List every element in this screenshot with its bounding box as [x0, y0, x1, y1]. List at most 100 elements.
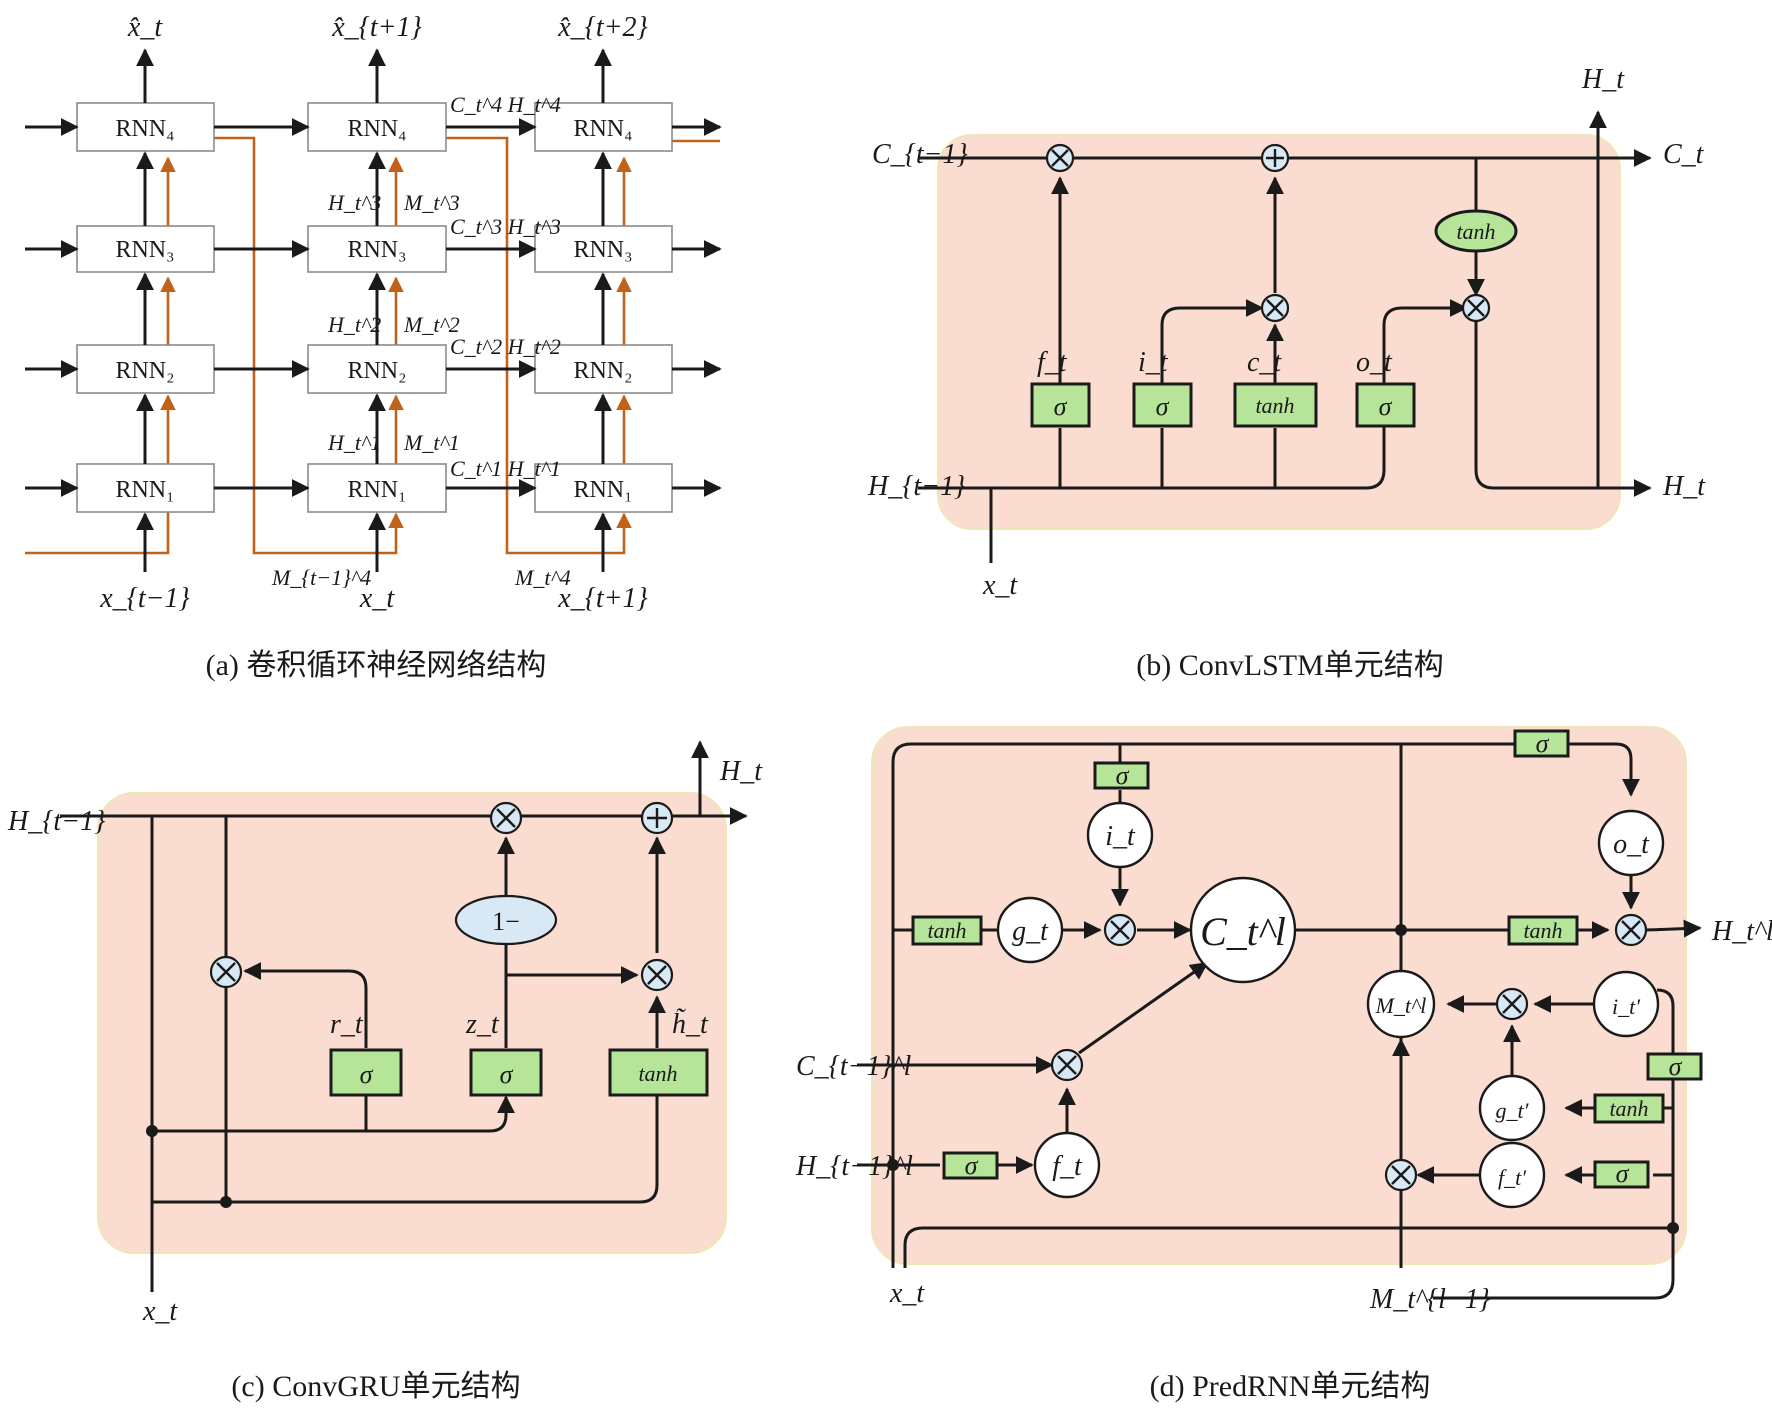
rnn-label: RNN₁ — [573, 477, 632, 503]
reset-gate — [329, 1048, 403, 1097]
c-out-label: C_t — [1663, 139, 1705, 170]
memory-label: M_t^2 — [403, 312, 460, 337]
ellipse-label: tanh — [1456, 219, 1495, 244]
ch-label: C_t^4 H_t^4 — [450, 92, 561, 117]
memory-bottom-label: M_{t−1}^4 — [271, 565, 371, 590]
memory-label: M_t^l — [1375, 993, 1427, 1018]
gate-label: o_t — [1356, 347, 1393, 378]
node-modulation — [996, 896, 1064, 964]
hidden-label: H_t^3 — [327, 190, 381, 215]
one-minus-ellipse — [454, 894, 558, 946]
node-modulation-prime — [1478, 1074, 1546, 1142]
ch-label: C_t^1 H_t^1 — [450, 456, 561, 481]
mul-op — [1495, 987, 1529, 1021]
cell-background — [97, 792, 727, 1254]
node-label: i_t — [1105, 821, 1136, 852]
gate-label: c_t — [1247, 347, 1282, 378]
rnn-label: RNN₄ — [115, 116, 174, 142]
rnn-label: RNN₂ — [347, 358, 406, 384]
add-op — [640, 801, 674, 835]
node-label: f_t′ — [1498, 1165, 1527, 1190]
rnn-box-l3 — [307, 225, 447, 273]
ch-label: C_t^2 H_t^2 — [450, 334, 561, 359]
rnn-label: RNN₃ — [573, 237, 632, 263]
rnn-box-l1 — [307, 463, 447, 513]
x-in-label: x_t — [982, 570, 1018, 601]
x-in-label: x_t — [142, 1296, 178, 1327]
node-forget-prime — [1478, 1141, 1546, 1209]
input-gate — [1132, 382, 1193, 428]
mul-op — [1384, 1158, 1418, 1192]
mul-op — [1614, 913, 1648, 947]
memory-label: M_t^1 — [403, 430, 460, 455]
gate-symbol: σ — [360, 1060, 374, 1089]
gate-symbol: σ — [1616, 1159, 1630, 1188]
add-op — [1260, 143, 1290, 173]
tanh-ellipse — [1434, 209, 1518, 253]
sigma-gate — [1513, 729, 1570, 758]
gate-symbol: tanh — [1255, 393, 1294, 418]
mul-op — [209, 955, 243, 989]
rnn-label: RNN₄ — [573, 116, 632, 142]
candidate-gate — [608, 1048, 709, 1097]
gate-label: h̃_t — [672, 1008, 709, 1040]
input-label: x_{t+1} — [557, 583, 648, 614]
panel-b-convlstm: σ σ tanh σ tanh f_t i_t c_t o_t C_{t−1} … — [867, 64, 1706, 601]
node-forget — [1033, 1131, 1101, 1199]
gate-label: f_t — [1037, 347, 1068, 378]
forget-gate — [1030, 382, 1091, 428]
output-label: x̂_{t+1} — [331, 12, 422, 43]
h-in-label: H_{t−1} — [867, 471, 965, 502]
temporal-arrows — [25, 118, 722, 497]
gate-symbol: σ — [965, 1151, 979, 1180]
rnn-label: RNN₁ — [115, 477, 174, 503]
tanh-gate — [1507, 915, 1579, 946]
node-output — [1597, 809, 1665, 877]
node-label: f_t — [1052, 1151, 1083, 1182]
x-in-label: x_t — [889, 1278, 925, 1309]
rnn-label: RNN₃ — [115, 237, 174, 263]
output-label: x̂_t — [127, 12, 163, 43]
m-in-label: M_t^{l−1} — [1369, 1284, 1490, 1315]
h-out-label: H_t — [719, 756, 763, 787]
mul-op — [1045, 143, 1075, 173]
gate-symbol: σ — [1669, 1052, 1683, 1081]
panel-a-stacked-rnn: RNN₄ RNN₃ RNN₂ RNN₁ RNN₄ RNN₃ RNN₂ RNN₁ … — [25, 12, 722, 614]
ch-label: C_t^3 H_t^3 — [450, 214, 561, 239]
caption-a: (a) 卷积循环神经网络结构 — [206, 649, 547, 682]
output-label: x̂_{t+2} — [557, 12, 648, 43]
gate-symbol: σ — [1156, 392, 1170, 421]
gate-symbol: σ — [1054, 392, 1068, 421]
gate-symbol: tanh — [927, 918, 966, 943]
tanh-gate — [911, 915, 983, 946]
node-cell-state — [1189, 876, 1297, 984]
gate-symbol: σ — [1116, 761, 1130, 790]
output-gate — [1355, 382, 1416, 428]
rnn-label: RNN₃ — [347, 237, 406, 263]
panel-c-convgru: 1− σ σ tanh r_t z_t h̃_t H_{t−1} H_t x_t — [7, 740, 763, 1327]
mul-op — [489, 801, 523, 835]
node-label: g_t′ — [1496, 1098, 1530, 1123]
sigma-gate — [942, 1151, 999, 1180]
rnn-box-l1 — [76, 463, 215, 513]
hidden-label: H_t^1 — [327, 430, 381, 455]
gate-symbol: tanh — [1609, 1096, 1648, 1121]
node-label: i_t′ — [1612, 994, 1641, 1019]
mul-op — [1461, 293, 1491, 323]
sigma-gate — [1646, 1052, 1703, 1081]
spatial-arrows — [136, 48, 612, 572]
caption-c: (c) ConvGRU单元结构 — [231, 1370, 520, 1403]
rnn-column-3 — [534, 102, 673, 513]
node-label: g_t — [1012, 916, 1049, 947]
rnn-box-l4 — [307, 102, 447, 152]
cell-background — [871, 726, 1687, 1265]
h-in-label: H_{t−1}^l — [795, 1151, 913, 1182]
gate-label: i_t — [1138, 347, 1169, 378]
memory-bottom-label: M_t^4 — [514, 565, 571, 590]
rnn-box-l2 — [534, 344, 673, 394]
mul-op — [640, 958, 674, 992]
node-memory — [1366, 969, 1436, 1039]
gate-symbol: σ — [1536, 729, 1550, 758]
rnn-column-2 — [307, 102, 447, 513]
rnn-box-l4 — [534, 102, 673, 152]
